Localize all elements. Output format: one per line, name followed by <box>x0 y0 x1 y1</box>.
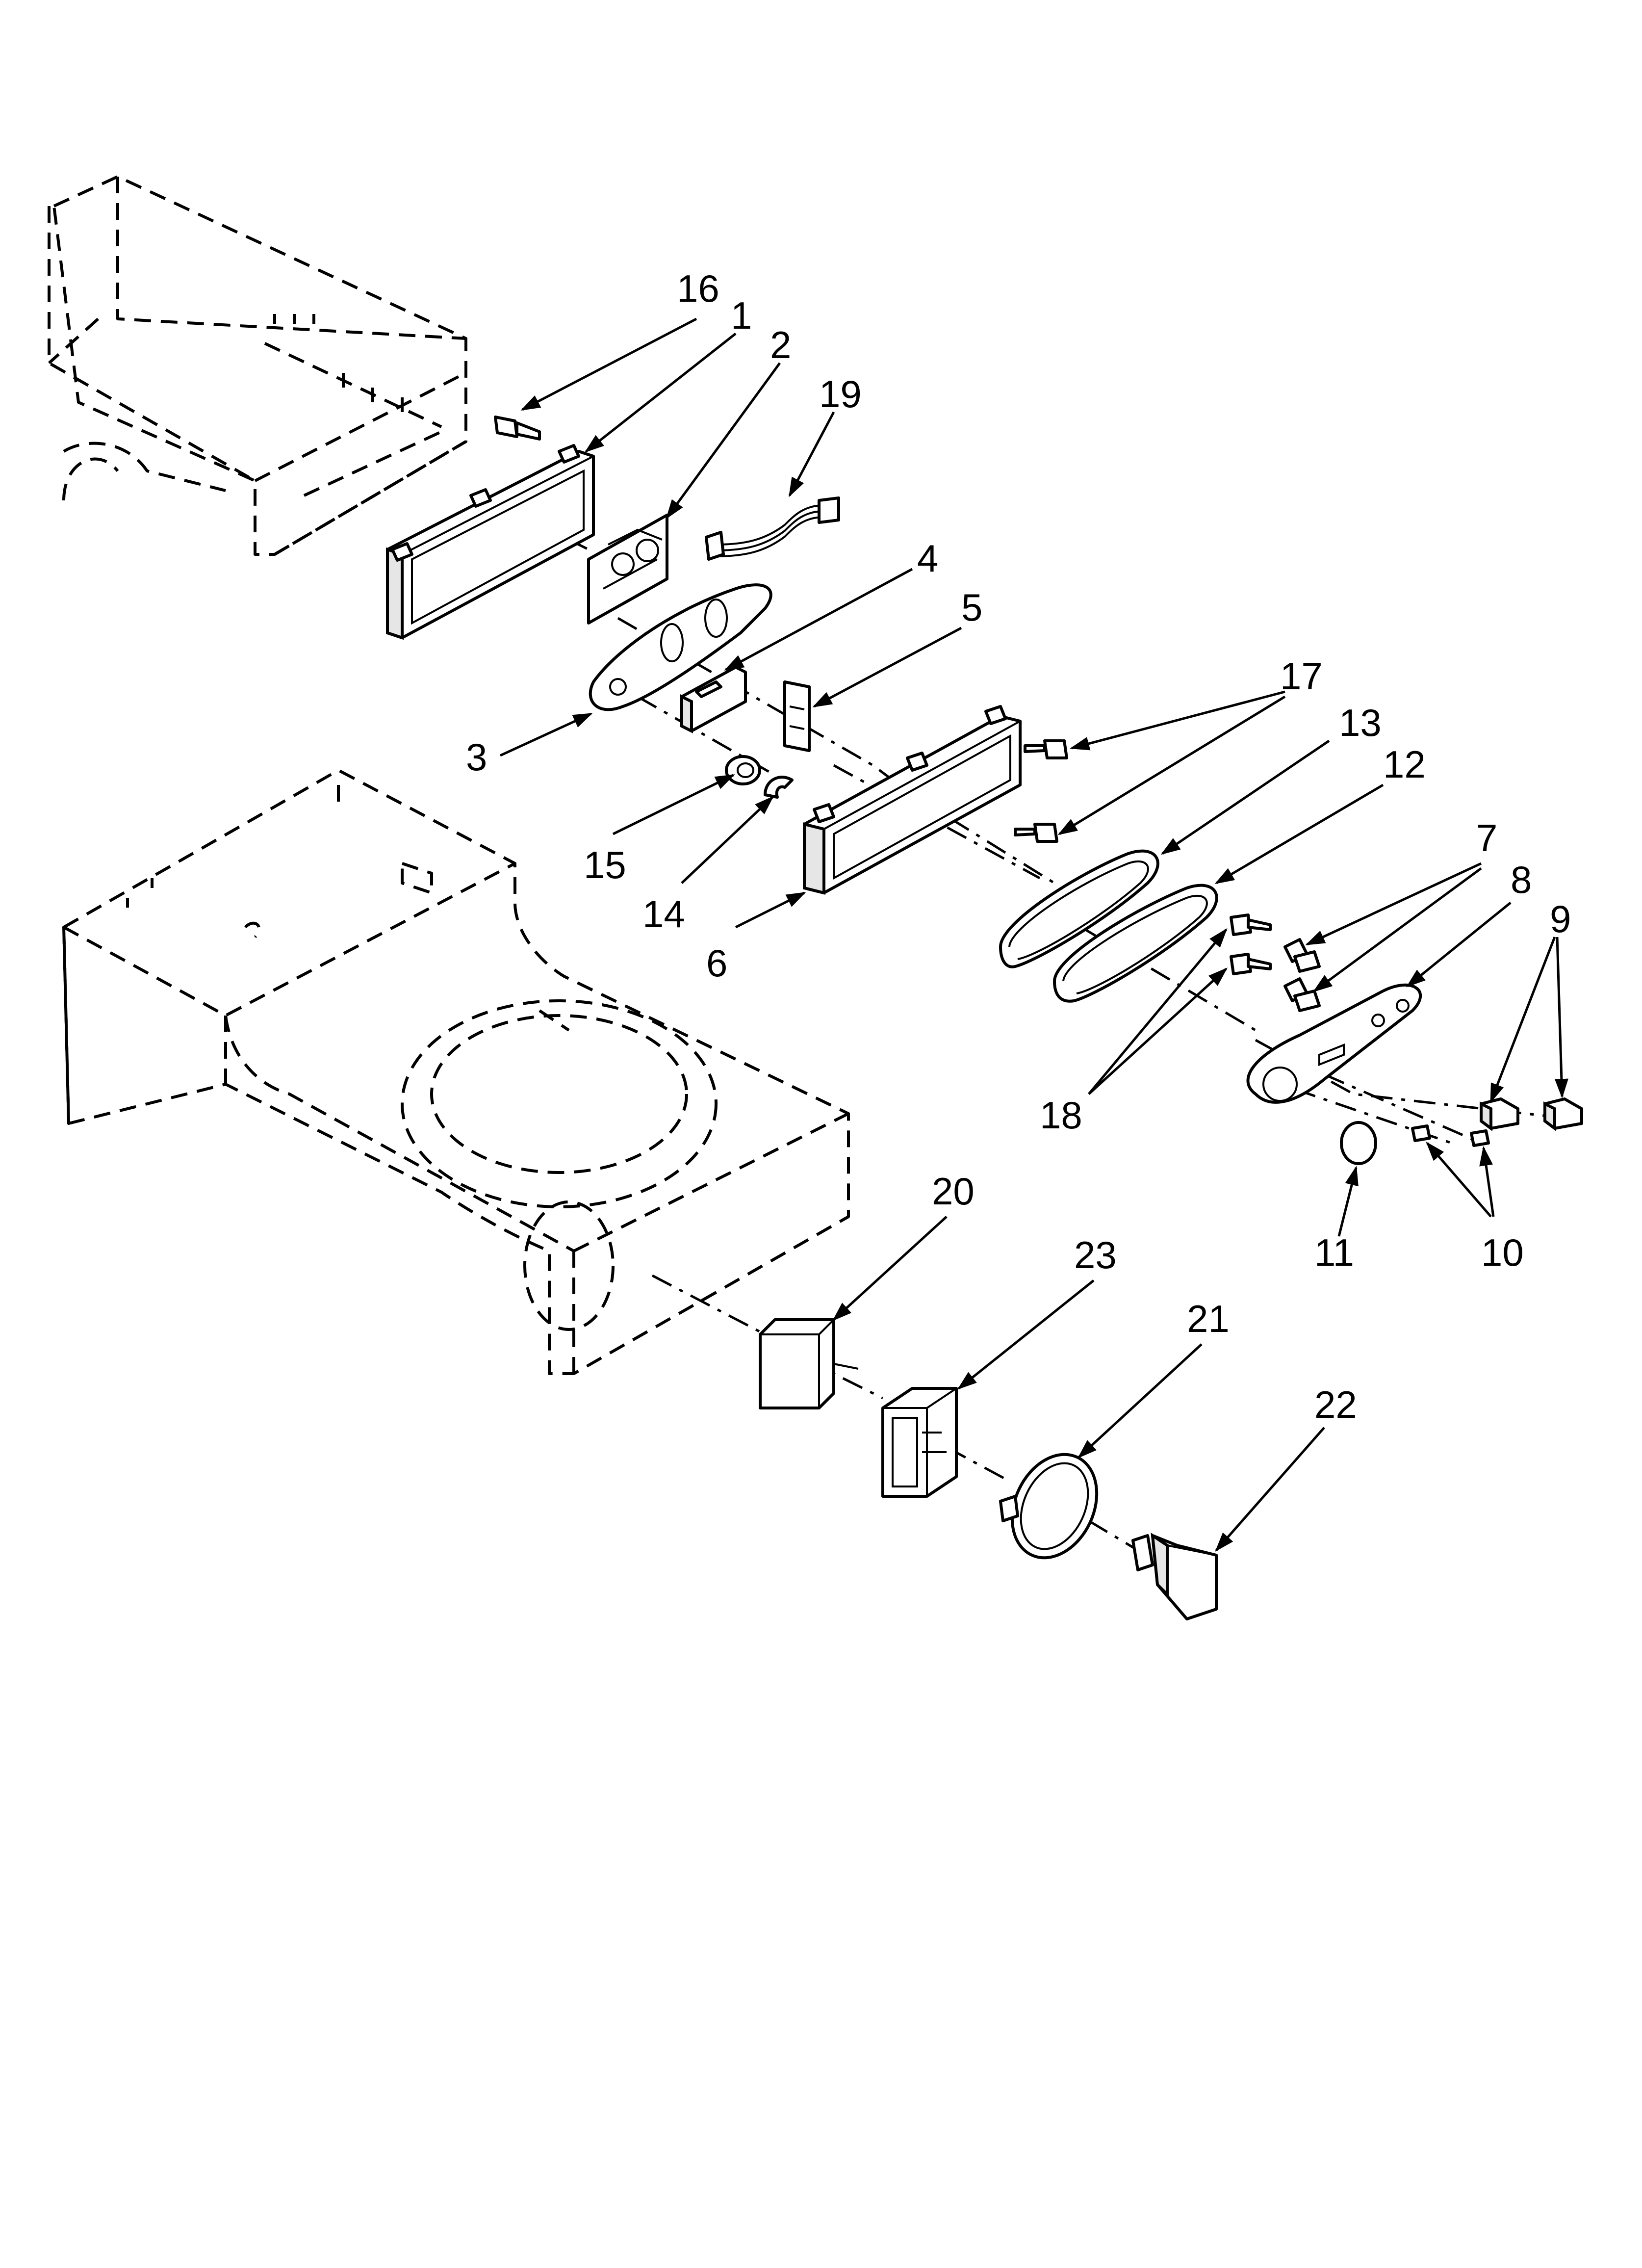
leader-4 <box>724 568 913 671</box>
part-15-bushing <box>725 755 761 785</box>
leader-13 <box>1160 739 1330 855</box>
part-21-dial-ring <box>999 1453 1099 1560</box>
ghost-cabinet-outline <box>62 769 850 1375</box>
part-3-mounting-plate <box>589 583 772 711</box>
leader-7a <box>1305 862 1482 946</box>
leader-17a <box>1070 690 1285 751</box>
leader-3 <box>499 712 593 757</box>
part-16-screw <box>494 416 541 441</box>
leader-5 <box>812 626 962 708</box>
leader-7b <box>1312 867 1482 992</box>
part-13-gasket <box>999 849 1159 968</box>
callout-labels: 16 1 2 19 4 5 3 17 13 12 15 14 6 7 8 9 1… <box>466 267 1571 1426</box>
callout-19: 19 <box>819 372 862 416</box>
leader-6 <box>735 891 806 929</box>
leader-21 <box>1078 1343 1203 1459</box>
leader-14 <box>681 796 774 884</box>
callout-8: 8 <box>1511 858 1532 901</box>
leader-16 <box>520 317 697 411</box>
part-4-switch <box>680 666 747 733</box>
callout-1: 1 <box>731 294 752 337</box>
part-17-screws <box>1014 739 1068 843</box>
callout-18: 18 <box>1040 1094 1082 1137</box>
leader-20 <box>832 1216 948 1321</box>
callout-17: 17 <box>1280 654 1323 698</box>
callout-7: 7 <box>1476 816 1497 860</box>
leader-18a <box>1088 928 1228 1095</box>
part-9-knobs <box>1480 1097 1583 1131</box>
leader-15 <box>612 774 735 835</box>
callout-23: 23 <box>1074 1233 1117 1277</box>
part-23-bracket <box>881 1387 958 1498</box>
leader-2 <box>666 362 781 520</box>
callout-10: 10 <box>1481 1231 1524 1274</box>
callout-16: 16 <box>677 267 719 310</box>
callout-12: 12 <box>1383 743 1426 786</box>
leader-10a <box>1426 1141 1492 1218</box>
leader-18b <box>1088 967 1228 1095</box>
callout-11: 11 <box>1314 1231 1354 1274</box>
callout-3: 3 <box>466 735 487 779</box>
callout-4: 4 <box>917 537 938 580</box>
leader-17b <box>1057 695 1286 835</box>
part-6-housing <box>803 705 1022 895</box>
part-18-screws <box>1230 913 1272 975</box>
callout-9: 9 <box>1550 897 1571 940</box>
part-14-bushing <box>764 776 794 799</box>
leader-11 <box>1337 1166 1359 1237</box>
callout-15: 15 <box>584 843 626 886</box>
part-1-console-panel <box>386 444 595 640</box>
leader-10b <box>1479 1146 1495 1217</box>
leader-19 <box>788 411 835 497</box>
part-2-control-board <box>587 514 668 625</box>
callout-13: 13 <box>1339 701 1382 744</box>
callout-21: 21 <box>1187 1297 1230 1340</box>
callout-6: 6 <box>706 941 727 985</box>
callout-2: 2 <box>770 323 791 366</box>
callout-5: 5 <box>961 586 982 629</box>
callout-20: 20 <box>932 1170 975 1213</box>
leader-1 <box>584 333 737 453</box>
leader-22 <box>1215 1427 1325 1552</box>
leader-9a <box>1489 937 1556 1103</box>
part-12-gasket <box>1053 884 1218 1003</box>
leader-12 <box>1214 783 1384 885</box>
part-7-clips <box>1283 938 1321 1012</box>
leader-lines <box>499 317 1568 1552</box>
callout-22: 22 <box>1314 1383 1357 1426</box>
part-10-shafts <box>1411 1124 1490 1147</box>
leader-23 <box>957 1279 1095 1390</box>
ghost-console-outline <box>48 175 467 556</box>
leader-8 <box>1406 902 1512 988</box>
part-22-timer-knob <box>1131 1532 1218 1620</box>
part-11-lens <box>1340 1121 1377 1165</box>
part-5-label <box>783 680 811 752</box>
leader-9b <box>1554 937 1568 1098</box>
part-19-wire-harness <box>705 496 840 561</box>
part-20-timer <box>759 1318 859 1409</box>
callout-14: 14 <box>642 892 685 936</box>
